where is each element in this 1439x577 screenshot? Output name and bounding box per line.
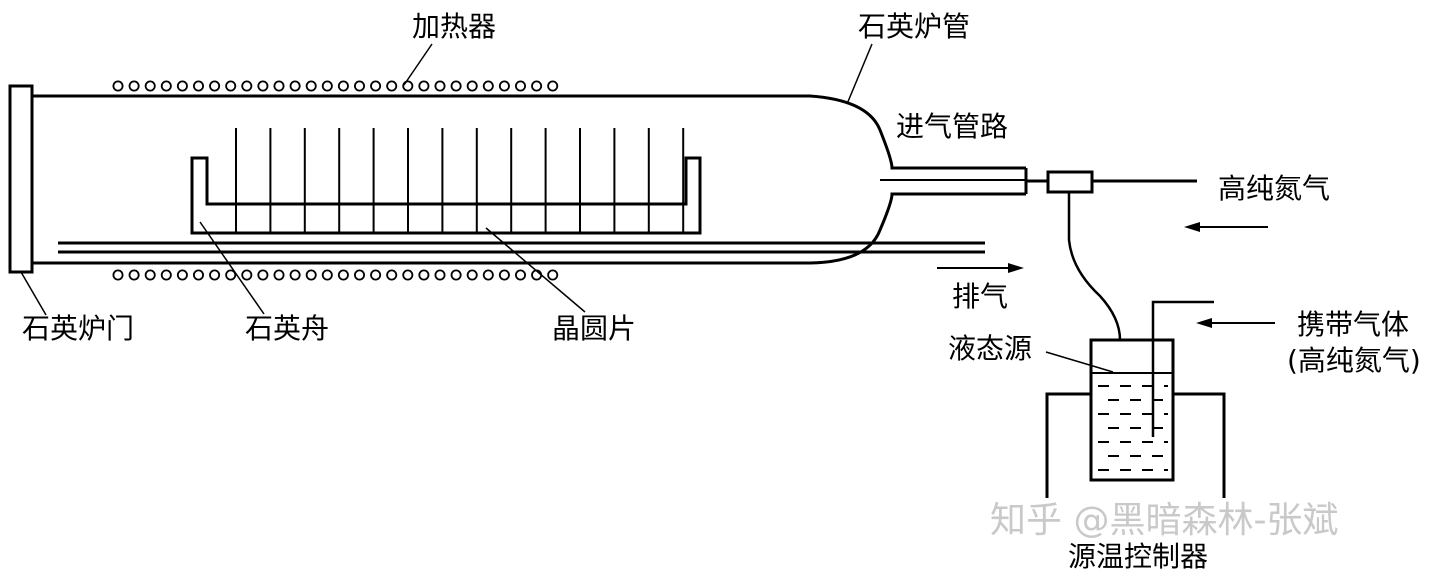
heater-coil [321, 80, 333, 92]
furnace-door-leader [20, 271, 47, 316]
heater-coil [289, 80, 301, 92]
heater-coils-top [112, 80, 559, 92]
heater-coil [337, 269, 349, 281]
heater-coil [515, 80, 527, 92]
high-purity-n2-label: 高纯氮气 [1218, 172, 1330, 205]
heater-coil [337, 80, 349, 92]
heater-coil [289, 269, 301, 281]
liquid-source-label: 液态源 [948, 332, 1032, 365]
heater-coil [144, 80, 156, 92]
furnace-door-label: 石英炉门 [22, 312, 134, 345]
heater-coil [466, 269, 478, 281]
heater-coil [386, 269, 398, 281]
gas-inlet-label: 进气管路 [896, 110, 1008, 143]
heater-coil [241, 269, 253, 281]
heater-coil [386, 80, 398, 92]
high-purity-n2-arrow [1184, 222, 1268, 232]
heater-coil [482, 269, 494, 281]
heater-coil [192, 80, 204, 92]
heater-coil [144, 269, 156, 281]
vapor-line [1067, 192, 1122, 341]
heater-coil [402, 269, 414, 281]
heater-coil [531, 80, 543, 92]
heater-coil [547, 269, 559, 281]
wafer-leader [485, 227, 586, 313]
heater-coil [353, 269, 365, 281]
quartz-furnace-door [8, 84, 34, 274]
heater-coil [128, 269, 140, 281]
heater-coil [176, 80, 188, 92]
heater-coil [176, 269, 188, 281]
heater-coil [225, 269, 237, 281]
wafer-label: 晶圆片 [552, 312, 636, 345]
heater-coil [160, 269, 172, 281]
exhaust-label: 排气 [952, 280, 1008, 313]
quartz-tube [32, 94, 1026, 265]
heater-coil [370, 80, 382, 92]
heater-coil [482, 80, 494, 92]
heater-coil [434, 80, 446, 92]
liquid-source-bottle [1089, 338, 1175, 482]
boat-leader [199, 221, 265, 315]
heater-coil [209, 80, 221, 92]
heater-coil [112, 80, 124, 92]
heater-coil [450, 269, 462, 281]
quartz-boat [190, 156, 702, 235]
watermark-text: 知乎 @黑暗森林-张斌 [990, 500, 1338, 541]
heater-coil [450, 80, 462, 92]
inlet-valve [1046, 170, 1094, 194]
heater-coil [434, 269, 446, 281]
heater-coil [257, 80, 269, 92]
furnace-tube-label: 石英炉管 [858, 10, 970, 43]
heater-coil [225, 80, 237, 92]
carrier-gas-note-label: (高纯氮气) [1287, 344, 1421, 377]
heater-coil [321, 269, 333, 281]
heater-coil [273, 269, 285, 281]
heater-coil [418, 80, 430, 92]
heater-coil [466, 80, 478, 92]
exhaust-arrow [937, 263, 1024, 273]
heater-coil [209, 269, 221, 281]
heater-coil [402, 80, 414, 92]
heater-leader [403, 43, 433, 86]
heater-coil [160, 80, 172, 92]
heater-coil [112, 269, 124, 281]
heater-coils-bottom [112, 269, 559, 281]
boat-label: 石英舟 [245, 312, 329, 345]
source-temp-controller-label: 源温控制器 [1068, 540, 1208, 573]
heater-coil [370, 269, 382, 281]
furnace-tube-leader [846, 43, 873, 105]
heater-coil [547, 80, 559, 92]
heater-coil [128, 80, 140, 92]
heater-coil [515, 269, 527, 281]
heater-label: 加热器 [412, 10, 496, 43]
heater-coil [257, 269, 269, 281]
wafers [235, 128, 685, 233]
heater-coil [192, 269, 204, 281]
heater-coil [353, 80, 365, 92]
heater-coil [273, 80, 285, 92]
carrier-gas-arrow [1196, 318, 1275, 328]
carrier-gas-label: 携带气体 [1297, 308, 1409, 341]
liquid-source-leader [1045, 351, 1114, 373]
heater-coil [305, 269, 317, 281]
heater-coil [418, 269, 430, 281]
heater-coil [498, 269, 510, 281]
heater-coil [305, 80, 317, 92]
heater-coil [498, 80, 510, 92]
heater-coil [241, 80, 253, 92]
